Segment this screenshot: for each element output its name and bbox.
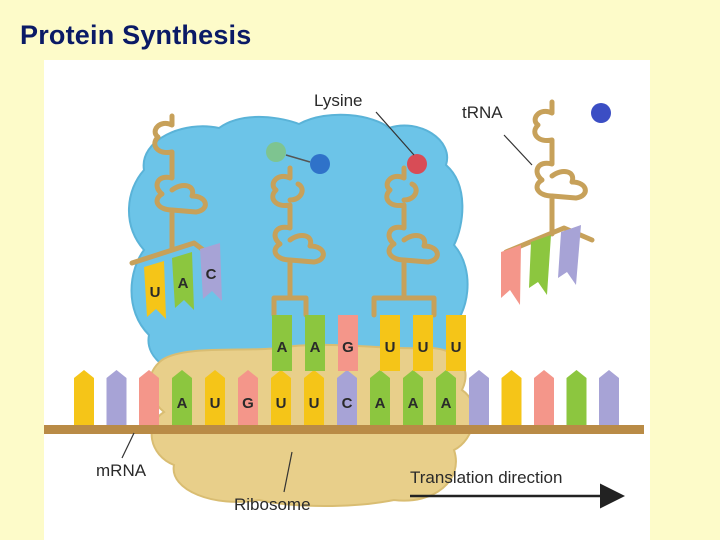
anticodon-base: U xyxy=(413,315,433,371)
mrna-base-letter: A xyxy=(441,395,452,412)
anticodon-base: G xyxy=(338,315,358,371)
lysine-pointer xyxy=(375,111,415,156)
slide-title: Protein Synthesis xyxy=(20,20,252,50)
amino-acid-lysine xyxy=(407,154,427,174)
mrna-base xyxy=(534,370,554,425)
mrna-base xyxy=(501,370,522,425)
mrna-codon-base: A xyxy=(370,370,390,425)
amino-acid-dark-blue xyxy=(591,103,611,123)
anticodon-base: U xyxy=(446,315,466,371)
mrna-base xyxy=(106,370,127,425)
left-anticodon: UAC xyxy=(144,243,222,319)
mrna-base xyxy=(139,370,159,425)
mrna-codon-base: U xyxy=(271,370,291,425)
anticodon-letter: U xyxy=(418,339,429,356)
anticodon-letter: U xyxy=(385,339,396,356)
peptide-bond xyxy=(285,154,311,163)
anticodon-base: A xyxy=(272,315,292,371)
left-anticodon-letter: U xyxy=(150,284,161,301)
left-anticodon-letter: C xyxy=(206,266,217,283)
trna-bound-2 xyxy=(371,165,440,318)
amino-acid-blue xyxy=(310,154,330,174)
label-lysine: Lysine xyxy=(314,91,363,110)
trna-pointer xyxy=(503,134,533,166)
mrna-codon-base: G xyxy=(238,370,258,425)
mrna-base-letter: A xyxy=(375,395,386,412)
anticodon-letter: A xyxy=(310,339,321,356)
trna-left xyxy=(129,113,217,266)
mrna-codon-base: A xyxy=(403,370,423,425)
mrna-backbone xyxy=(44,425,644,434)
mrna-base-letter: A xyxy=(408,395,419,412)
left-anticodon-base: U xyxy=(144,261,166,319)
mrna-codon-base: A xyxy=(172,370,192,425)
trna-bound-1 xyxy=(270,165,326,318)
mrna-codon-base: U xyxy=(205,370,225,425)
mrna-codon-base: A xyxy=(436,370,456,425)
mrna-base-letter: G xyxy=(242,395,254,412)
amino-acid-green xyxy=(266,142,286,162)
left-anticodon-base: C xyxy=(200,243,222,301)
left-anticodon-letter: A xyxy=(178,275,189,292)
anticodon-letter: A xyxy=(277,339,288,356)
mrna-pointer xyxy=(121,432,135,459)
label-mrna: mRNA xyxy=(96,461,147,480)
mrna-base-letter: U xyxy=(309,395,320,412)
mrna-base-letter: U xyxy=(276,395,287,412)
label-trna: tRNA xyxy=(462,103,503,122)
anticodon-letter: G xyxy=(342,339,354,356)
mrna-base-letter: C xyxy=(342,395,353,412)
right-anticodon xyxy=(501,225,581,305)
mrna-codon-base: C xyxy=(337,370,357,425)
anticodon-base: A xyxy=(305,315,325,371)
label-translation-direction: Translation direction xyxy=(410,468,562,487)
mrna-base xyxy=(469,370,489,425)
anticodon-base: U xyxy=(380,315,400,371)
trna-right xyxy=(503,99,595,255)
mrna-base-letter: A xyxy=(177,395,188,412)
label-ribosome: Ribosome xyxy=(234,495,311,514)
mrna-codon-base: U xyxy=(304,370,324,425)
mrna-base xyxy=(74,370,94,425)
anticodon-letter: U xyxy=(451,339,462,356)
mrna-base xyxy=(566,370,587,425)
ribosome-pointer xyxy=(283,451,293,493)
mrna-base-letter: U xyxy=(210,395,221,412)
left-anticodon-base: A xyxy=(172,252,194,310)
mrna-base xyxy=(599,370,619,425)
